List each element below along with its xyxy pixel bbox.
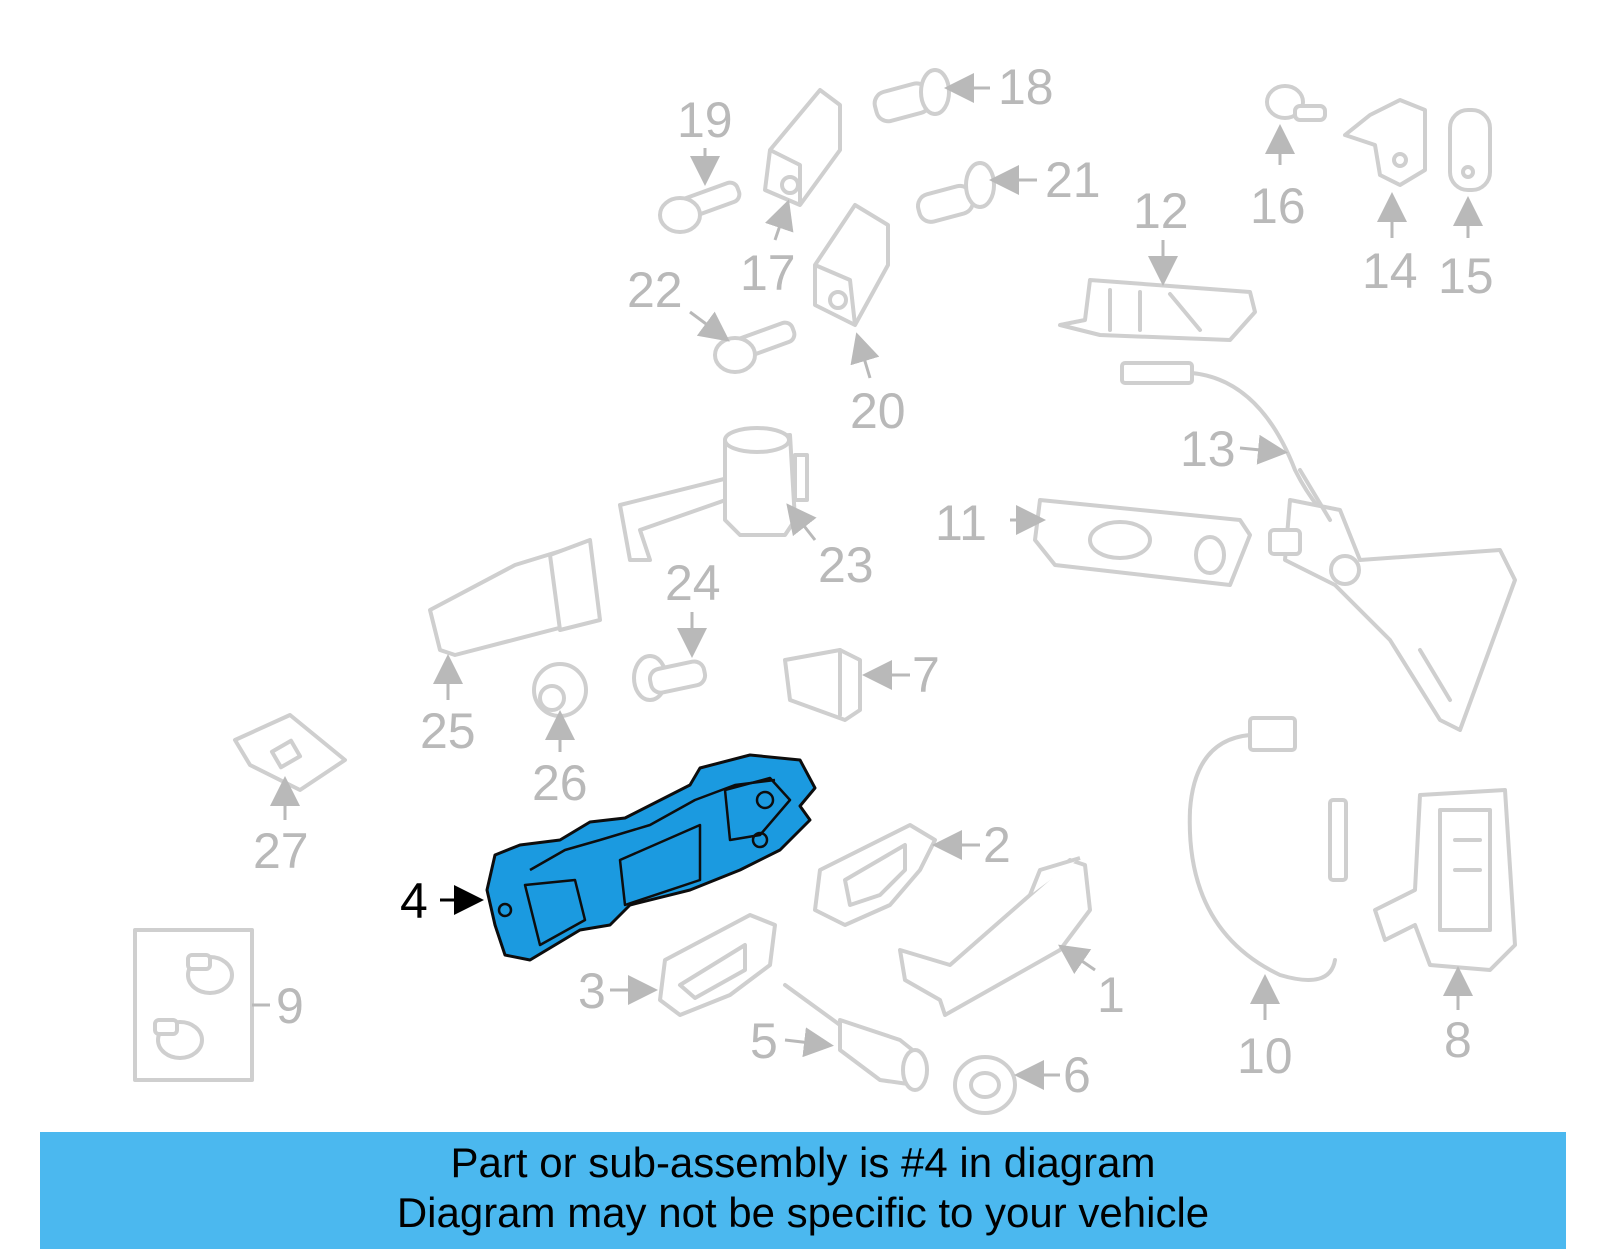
part-18-bolt[interactable] [872,68,951,124]
label-13: 13 [1180,421,1236,477]
part-5-lock-cylinder[interactable] [783,983,929,1092]
label-19: 19 [677,92,733,148]
part-15-plate[interactable] [1448,108,1492,192]
label-3: 3 [578,963,606,1019]
label-16: 16 [1250,178,1306,234]
label-2: 2 [983,817,1011,873]
part-10-cable[interactable] [1187,716,1348,982]
label-11: 11 [935,495,987,551]
label-6: 6 [1063,1047,1091,1103]
part-6-seal[interactable] [953,1055,1017,1115]
label-1: 1 [1097,967,1125,1023]
label-23: 23 [818,537,874,593]
part-2-gasket[interactable] [813,823,937,927]
part-14-bracket[interactable] [1343,98,1427,187]
info-banner: Part or sub-assembly is #4 in diagram Di… [40,1132,1566,1249]
part-16-screw[interactable] [1265,84,1327,122]
label-8: 8 [1444,1012,1472,1068]
part-11-inner-handle[interactable] [1033,498,1252,587]
part-8-latch[interactable] [1373,788,1517,972]
part-7-cap[interactable] [783,648,862,722]
label-5: 5 [750,1013,778,1069]
label-4: 4 [400,873,428,929]
label-7: 7 [912,647,940,703]
label-15: 15 [1438,248,1494,304]
part-21-bolt[interactable] [915,161,996,225]
part-1-outer-handle[interactable] [898,856,1092,1017]
part-9-screw-kit[interactable] [133,928,254,1082]
part-17-hinge[interactable] [763,88,842,207]
label-12: 12 [1133,183,1189,239]
label-14: 14 [1362,243,1418,299]
label-22: 22 [627,262,683,318]
leader-lines [252,73,1483,1090]
part-19-bolt[interactable] [658,180,742,234]
part-12-inner-handle[interactable] [1058,278,1257,342]
part-20-hinge[interactable] [813,203,890,327]
part-3-gasket[interactable] [658,913,777,1017]
label-25: 25 [420,703,476,759]
banner-line-1: Part or sub-assembly is #4 in diagram [450,1139,1156,1186]
label-24: 24 [665,555,721,611]
callout-labels: 18 19 17 21 22 20 16 14 15 12 13 11 23 2… [253,59,1494,1103]
label-18: 18 [998,59,1054,115]
part-24-bolt[interactable] [632,654,708,702]
part-26-nut[interactable] [532,662,588,718]
label-10: 10 [1237,1028,1293,1084]
label-26: 26 [532,755,588,811]
label-20: 20 [850,383,906,439]
part-23-check-strap[interactable] [618,426,809,562]
part-13-actuator[interactable] [1268,468,1517,732]
part-22-bolt[interactable] [713,320,797,374]
part-4-handle-carrier[interactable] [485,753,817,962]
label-21: 21 [1045,152,1101,208]
label-9: 9 [276,978,304,1034]
part-25-handle-cover[interactable] [428,538,602,657]
part-27-bracket[interactable] [233,713,347,792]
label-27: 27 [253,823,309,879]
label-17: 17 [740,245,796,301]
banner-line-2: Diagram may not be specific to your vehi… [396,1189,1210,1236]
